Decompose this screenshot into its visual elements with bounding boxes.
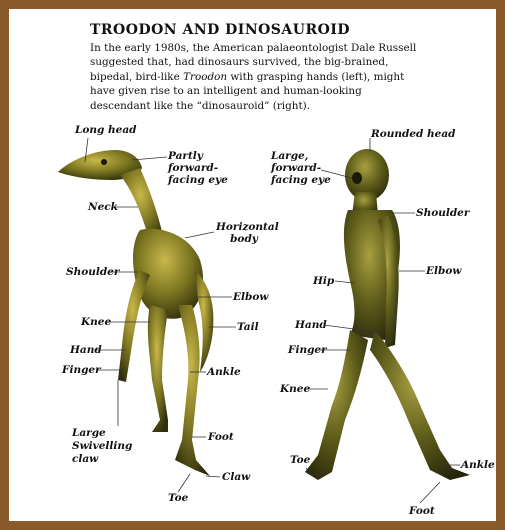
label-elbow-troodon: Elbow <box>233 291 268 303</box>
label-shoulder-dinosauroid: Shoulder <box>416 207 469 219</box>
label-claw: Claw <box>222 471 250 483</box>
troodon-eye <box>101 159 107 165</box>
label-rounded-head: Rounded head <box>371 128 455 140</box>
label-large-forward-facing-eye: Large, forward-facing eye <box>271 150 349 186</box>
label-knee-troodon: Knee <box>81 316 111 328</box>
label-long-head: Long head <box>75 124 136 136</box>
label-foot-troodon: Foot <box>208 431 234 443</box>
troodon-arm <box>118 270 150 382</box>
label-ankle-troodon: Ankle <box>207 366 241 378</box>
label-tail: Tail <box>237 321 259 333</box>
label-toe-troodon: Toe <box>168 492 188 504</box>
label-horizontal-body: Horizontal body <box>216 221 272 245</box>
label-neck: Neck <box>88 201 118 213</box>
dinosauroid-eye <box>352 172 362 184</box>
label-knee-dinosauroid: Knee <box>280 383 310 395</box>
dinosauroid-figure <box>305 149 470 480</box>
label-hand-dinosauroid: Hand <box>295 319 327 331</box>
label-partly-forward-facing-eye: Partly forward-facing eye <box>168 150 248 186</box>
label-foot-dinosauroid: Foot <box>409 505 435 517</box>
label-large-swivelling-claw: Large Swivelling claw <box>72 427 134 466</box>
label-finger-dinosauroid: Finger <box>288 344 327 356</box>
label-elbow-dinosauroid: Elbow <box>426 265 461 277</box>
dinosauroid-back-leg <box>370 330 470 480</box>
label-ankle-dinosauroid: Ankle <box>461 459 495 471</box>
label-toe-dinosauroid: Toe <box>290 454 310 466</box>
label-hand-troodon: Hand <box>70 344 102 356</box>
label-hip: Hip <box>313 275 334 287</box>
label-finger-troodon: Finger <box>62 364 101 376</box>
label-shoulder-troodon: Shoulder <box>66 266 119 278</box>
troodon-left-leg <box>148 305 168 432</box>
